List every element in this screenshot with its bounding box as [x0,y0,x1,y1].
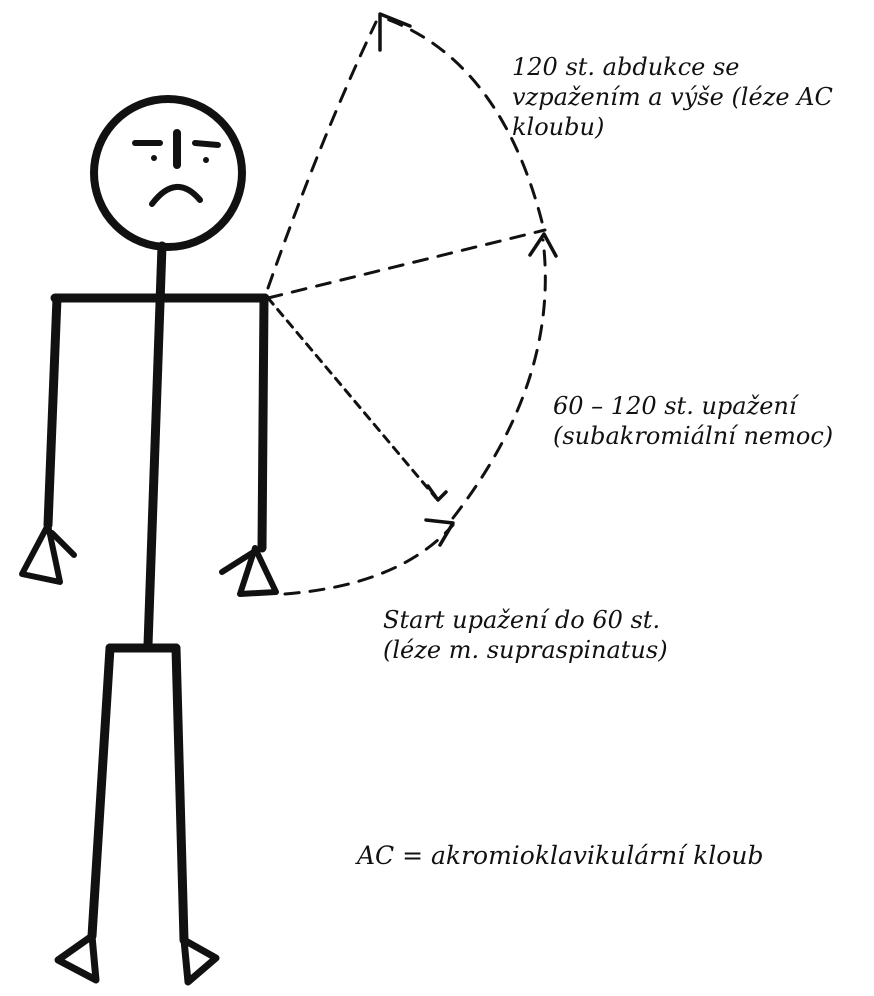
annotation-start-abduction: Start upažení do 60 st. (léze m. suprasp… [383,605,668,665]
arc-120-overhead [382,16,544,224]
arrowhead-overhead-icon [378,12,412,52]
annotation-60-120-line1: 60 – 120 st. upažení [553,392,797,420]
legs [54,643,220,986]
arrowheads [378,12,558,547]
radius-overhead [266,20,378,290]
torso [50,241,270,650]
head [90,95,246,251]
radius-120 [266,228,547,300]
annotation-120-abduction: 120 st. abdukce se vzpažením a výše (léz… [512,52,833,142]
arrowhead-60-icon [426,484,448,502]
arc-start [283,523,455,596]
annotation-120-line1: 120 st. abdukce se [512,53,740,81]
frowning-face [132,129,221,207]
annotation-60-120-line2: (subakromiální nemoc) [553,422,834,450]
right-arm [219,293,279,597]
arrowhead-120-icon [528,232,558,258]
annotation-60-120-abduction: 60 – 120 st. upažení (subakromiální nemo… [553,391,833,451]
left-arm [19,293,77,585]
arrowhead-start-icon [424,518,455,547]
arc-60-120 [451,238,547,520]
radius-60 [266,296,438,500]
ac-legend: AC = akromioklavikulární kloub [357,841,764,870]
annotation-120-line3: kloubu) [512,113,605,141]
annotation-start-line1: Start upažení do 60 st. [383,606,661,634]
motion-arcs [266,16,547,596]
annotation-120-line2: vzpažením a výše (léze AC [512,83,833,111]
annotation-start-line2: (léze m. supraspinatus) [383,636,668,664]
